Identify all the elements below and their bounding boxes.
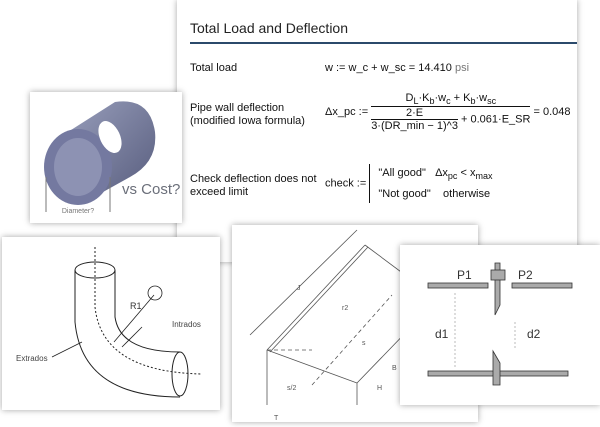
deflection-lhs: Δx_pc := bbox=[325, 106, 369, 118]
label-t: T bbox=[274, 415, 279, 422]
total-load-formula: w := w_c + w_sc = 14.410 psi bbox=[325, 62, 469, 74]
diameter-label: Diameter? bbox=[62, 208, 94, 215]
doc-title: Total Load and Deflection bbox=[190, 20, 348, 36]
total-load-value: 14.410 bbox=[418, 62, 452, 74]
total-load-lhs: w := bbox=[325, 62, 346, 74]
check-formula: check := "All good" Δxpc < xmax "Not goo… bbox=[325, 164, 493, 204]
total-load-label: Total load bbox=[190, 62, 238, 74]
deflection-inner-denominator: 3·(DR_min − 1)^3 bbox=[371, 120, 458, 133]
d1-label: d1 bbox=[435, 327, 449, 341]
extrados-label: Extrados bbox=[16, 354, 48, 363]
label-r2: r2 bbox=[342, 305, 348, 312]
label-b: B bbox=[392, 365, 397, 372]
p1-label: P1 bbox=[457, 268, 472, 282]
pressure-gap-diagram: P1 P2 d1 d2 bbox=[400, 245, 600, 405]
label-s: s bbox=[362, 340, 366, 347]
radius-label: R1 bbox=[130, 301, 142, 311]
title-rule bbox=[190, 42, 577, 44]
total-load-expression: w_c + w_sc = bbox=[348, 62, 416, 74]
pipe-diameter-image: Diameter? vs Cost? bbox=[30, 92, 182, 223]
p2-label: P2 bbox=[518, 268, 533, 282]
label-s-half: s/2 bbox=[287, 385, 296, 392]
pipe-illustration: Diameter? vs Cost? bbox=[44, 101, 180, 215]
deflection-value: = 0.048 bbox=[533, 106, 571, 118]
deflection-label: Pipe wall deflection(modified Iowa formu… bbox=[190, 102, 305, 127]
label-h: H bbox=[377, 385, 382, 392]
label-j: J bbox=[297, 285, 301, 292]
elbow-illustration: R1 Intrados Extrados bbox=[16, 247, 203, 398]
cost-label: vs Cost? bbox=[122, 181, 180, 198]
total-load-unit: psi bbox=[454, 62, 470, 74]
intrados-label: Intrados bbox=[172, 320, 201, 329]
valve-illustration: P1 P2 d1 d2 bbox=[427, 262, 573, 386]
pipe-elbow-diagram: R1 Intrados Extrados bbox=[2, 237, 220, 410]
calculation-document: Total Load and Deflection Total load w :… bbox=[177, 0, 577, 262]
d2-label: d2 bbox=[527, 327, 541, 341]
deflection-addend: + 0.061·E_SR bbox=[461, 113, 531, 126]
